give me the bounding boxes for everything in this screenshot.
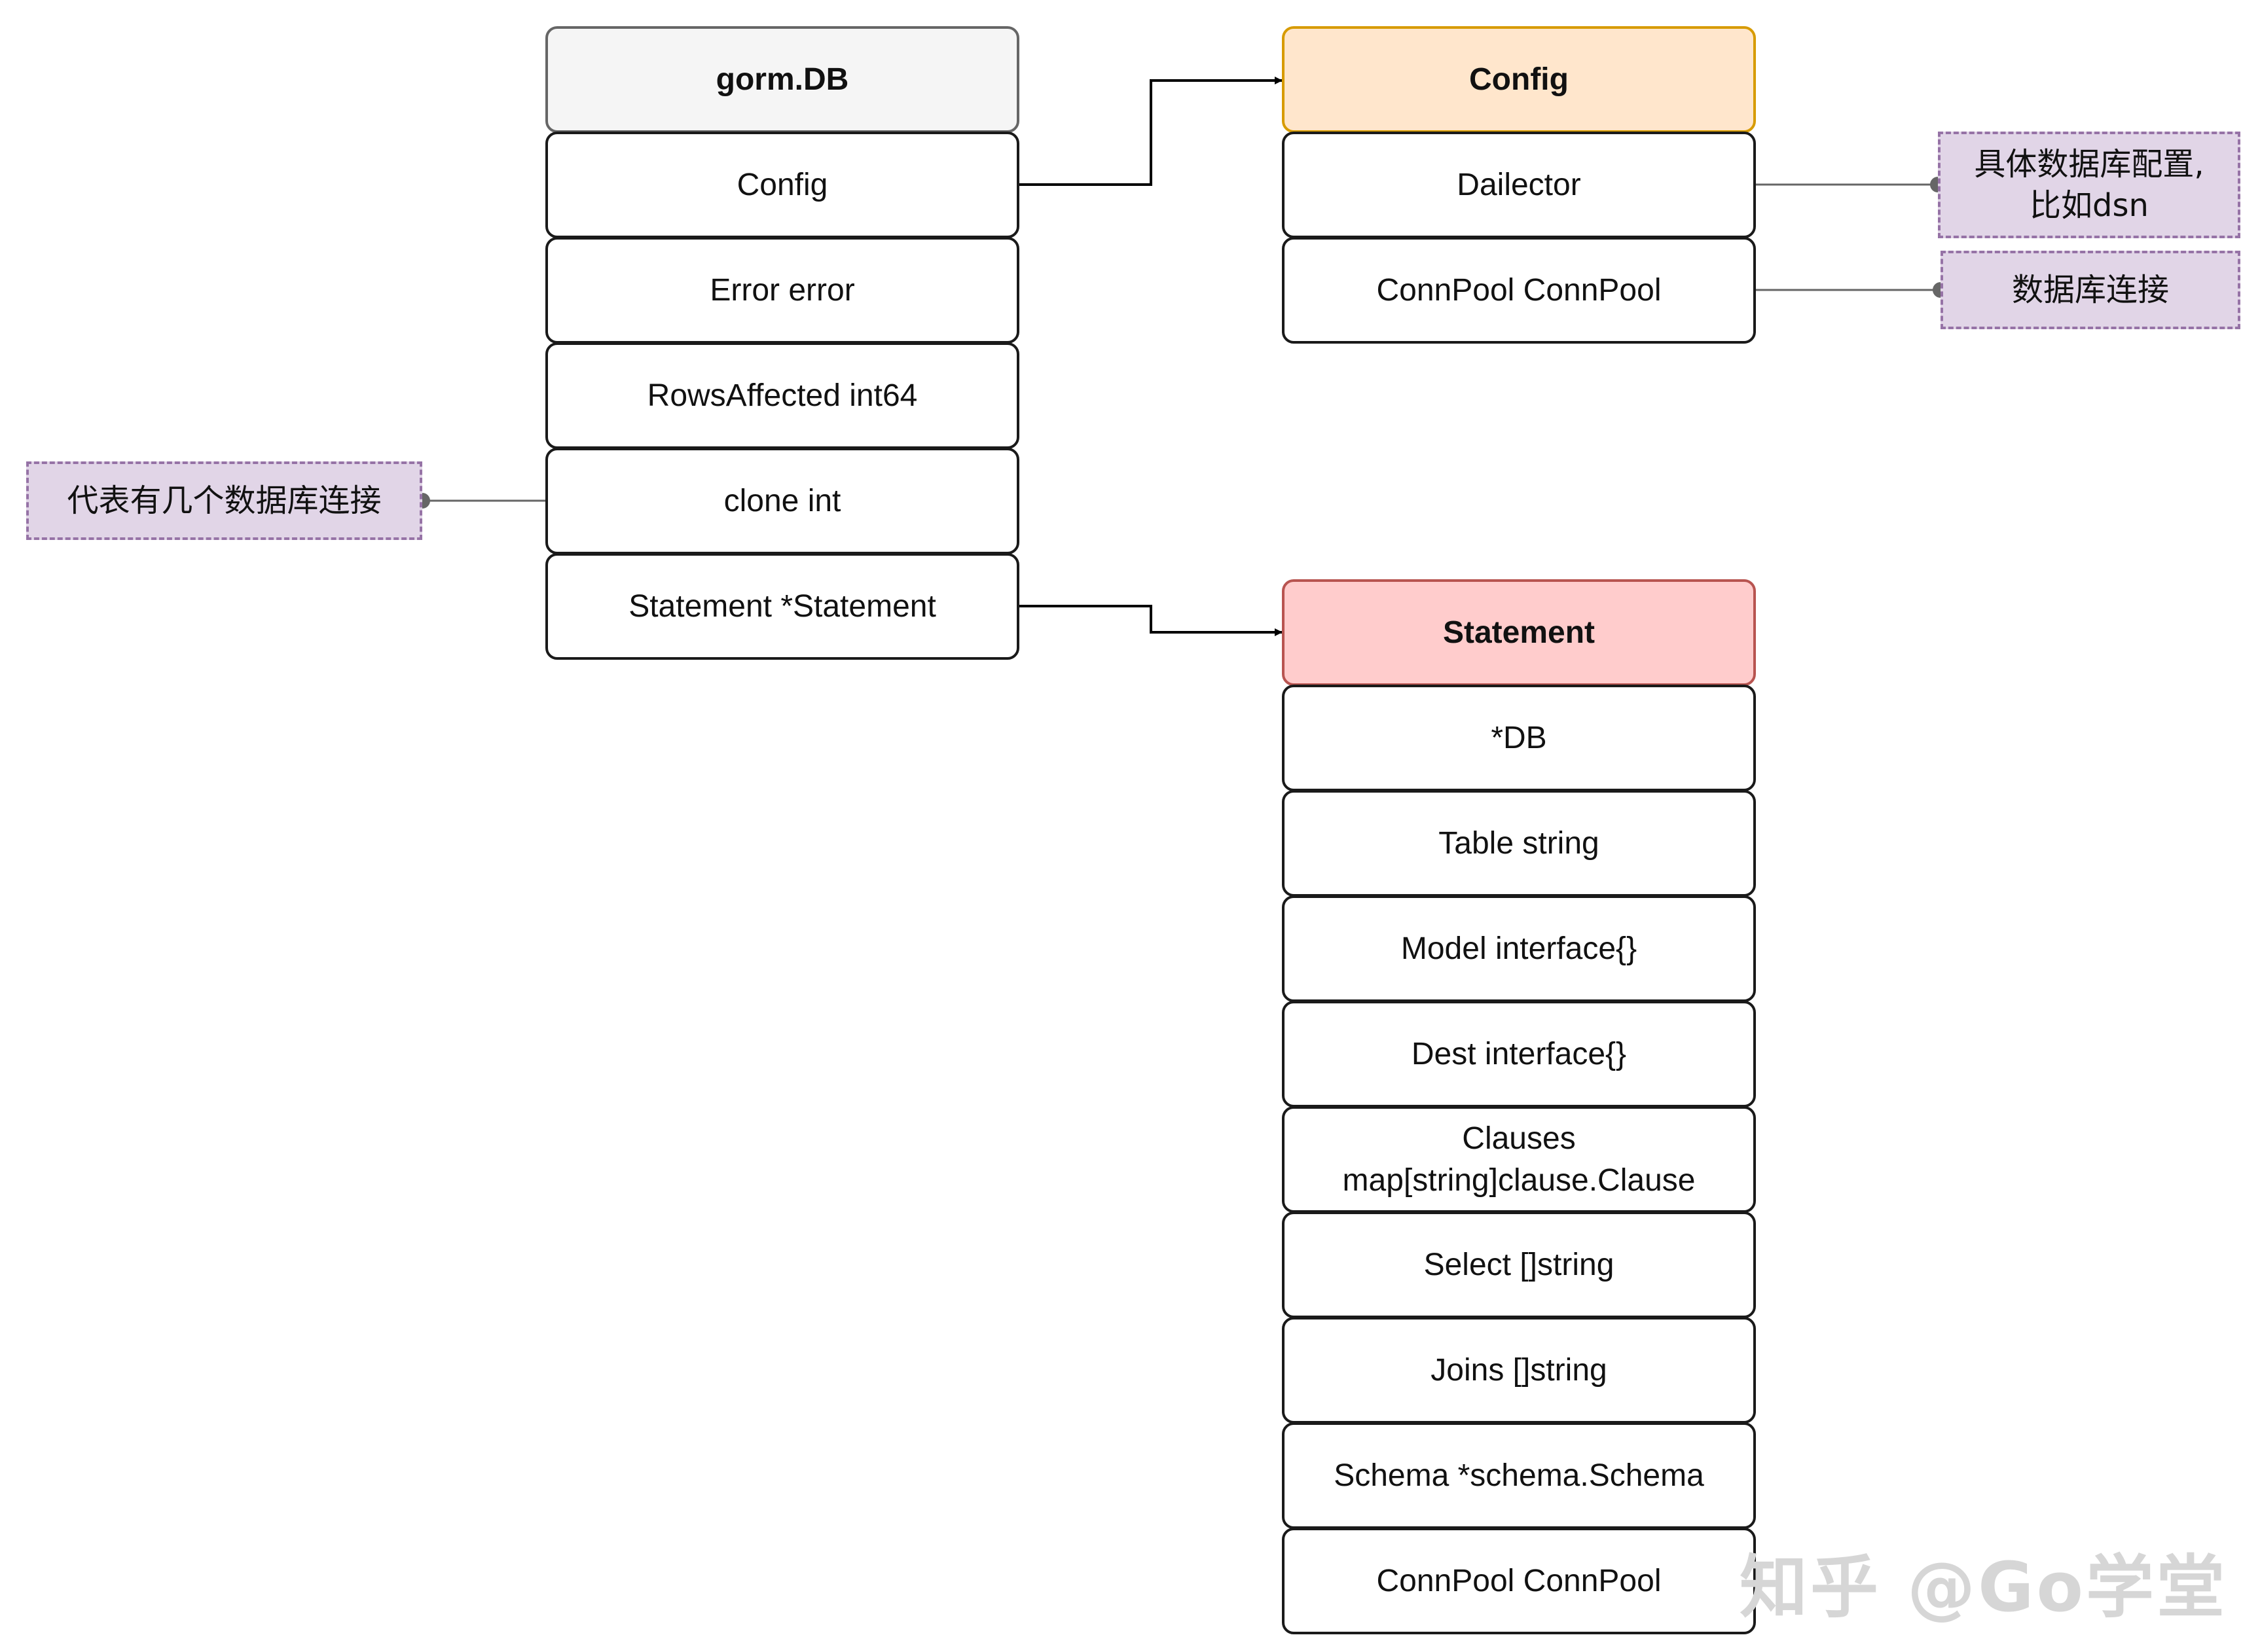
statement-field-dest[interactable]: Dest interface{}	[1282, 1001, 1756, 1107]
gorm-db-field-statement[interactable]: Statement *Statement	[545, 553, 1019, 660]
gorm-db-field-clone[interactable]: clone int	[545, 448, 1019, 554]
gorm-db-field-error[interactable]: Error error	[545, 237, 1019, 344]
gorm-db-field-config[interactable]: Config	[545, 132, 1019, 238]
config-field-dailector[interactable]: Dailector	[1282, 132, 1756, 238]
statement-field-connpool[interactable]: ConnPool ConnPool	[1282, 1528, 1756, 1634]
watermark: 知乎 @Go学堂	[1739, 1547, 2227, 1627]
config-field-connpool[interactable]: ConnPool ConnPool	[1282, 237, 1756, 344]
statement-field-model[interactable]: Model interface{}	[1282, 895, 1756, 1002]
statement-header[interactable]: Statement	[1282, 579, 1756, 686]
statement-field-joins[interactable]: Joins []string	[1282, 1317, 1756, 1424]
config-header[interactable]: Config	[1282, 26, 1756, 133]
gorm-db-field-rows-affected[interactable]: RowsAffected int64	[545, 342, 1019, 449]
clone-note[interactable]: 代表有几个数据库连接	[26, 461, 422, 540]
statement-field-schema[interactable]: Schema *schema.Schema	[1282, 1422, 1756, 1529]
statement-field-db[interactable]: *DB	[1282, 685, 1756, 791]
statement-field-table[interactable]: Table string	[1282, 790, 1756, 897]
statement-field-clauses[interactable]: Clauses map[string]clause.Clause	[1282, 1106, 1756, 1213]
arrow-config-to-config-table	[1019, 77, 1283, 186]
dialector-note[interactable]: 具体数据库配置, 比如dsn	[1938, 132, 2240, 238]
arrow-statement-to-statement-table	[1019, 605, 1283, 636]
connpool-note[interactable]: 数据库连接	[1941, 251, 2240, 329]
statement-field-select[interactable]: Select []string	[1282, 1212, 1756, 1318]
gorm-db-header[interactable]: gorm.DB	[545, 26, 1019, 133]
